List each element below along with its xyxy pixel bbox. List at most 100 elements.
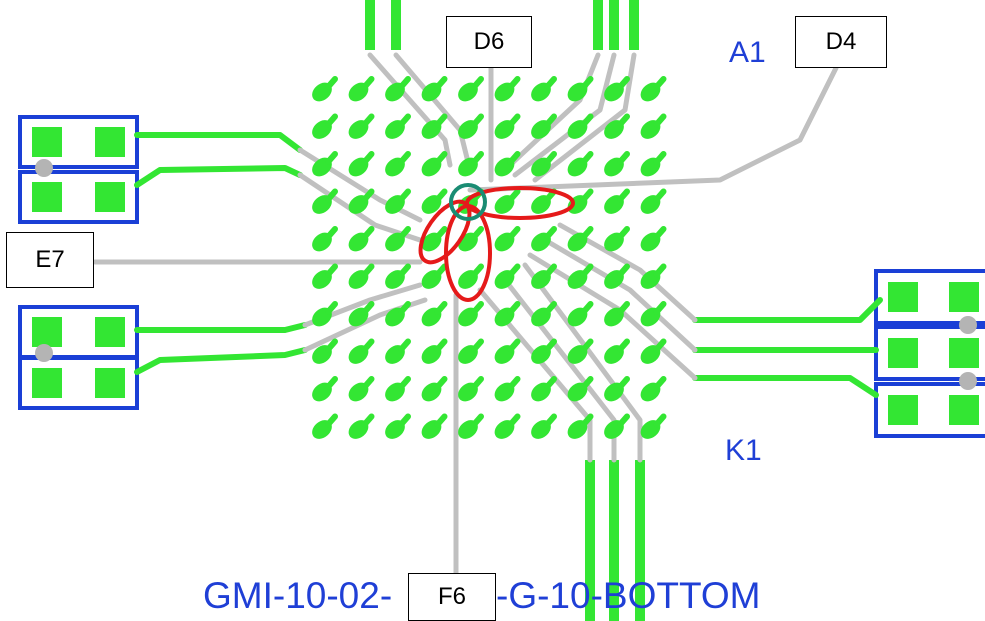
- bga-dogbone: [361, 76, 375, 90]
- bga-ball: [531, 113, 557, 139]
- bga-dogbone: [617, 188, 630, 203]
- bga-dogbone: [325, 113, 338, 128]
- bga-dogbone: [653, 376, 667, 390]
- bga-dogbone: [544, 376, 557, 390]
- bga-ball: [348, 188, 375, 214]
- bga-dogbone: [617, 301, 630, 315]
- bga-dogbone: [580, 188, 594, 203]
- bga-ball: [421, 226, 448, 252]
- bga-dogbone: [325, 188, 338, 203]
- bga-ball: [312, 76, 338, 102]
- bga-dogbone: [471, 151, 484, 165]
- bga-dogbone: [434, 76, 448, 90]
- connector-pad: [32, 368, 62, 398]
- bga-ball: [531, 413, 557, 439]
- bga-dogbone: [580, 301, 594, 315]
- bga-dogbone: [507, 226, 521, 240]
- bga-ball: [458, 301, 484, 327]
- bga-dogbone: [617, 263, 630, 278]
- right-connector-group: [692, 269, 985, 438]
- bga-ball: [385, 151, 411, 177]
- bga-dogbone: [544, 151, 557, 165]
- bga-ball: [421, 188, 448, 214]
- bga-dogbone: [434, 263, 448, 278]
- bga-ball: [531, 76, 557, 102]
- bga-dogbone: [507, 413, 521, 428]
- bga-ball: [348, 113, 375, 139]
- bga-ball: [494, 76, 521, 102]
- bga-ball: [458, 151, 484, 177]
- escape-trace: [532, 52, 637, 183]
- bga-dogbone: [653, 151, 667, 165]
- connector-outline: [18, 115, 139, 169]
- bga-ball: [567, 413, 594, 439]
- bga-ball: [494, 113, 521, 139]
- bga-dogbone: [653, 263, 667, 278]
- callout-e7: E7: [6, 232, 94, 288]
- bga-dogbone: [507, 151, 521, 165]
- bga-ball: [458, 338, 484, 364]
- bga-ball: [640, 376, 667, 402]
- bga-dogbone: [507, 301, 521, 315]
- bga-dogbone: [580, 151, 594, 165]
- escape-trace: [542, 237, 698, 353]
- bga-dogbone: [398, 263, 411, 278]
- bga-ball: [494, 376, 521, 402]
- bga-dogbone: [471, 376, 484, 390]
- bga-ball: [385, 188, 411, 214]
- bga-ball: [458, 113, 484, 139]
- bga-ball: [604, 376, 630, 402]
- pin-k1-label: K1: [725, 434, 762, 467]
- bga-dogbone: [434, 151, 448, 165]
- bga-dogbone: [653, 226, 667, 240]
- bga-dogbone: [471, 226, 484, 240]
- bga-ball: [640, 226, 667, 252]
- bga-dogbone: [580, 376, 594, 390]
- bga-ball: [640, 76, 667, 102]
- bga-dogbone: [617, 226, 630, 240]
- connector-trace: [134, 322, 308, 333]
- bga-ball: [348, 151, 375, 177]
- bga-ball: [640, 301, 667, 327]
- bga-dogbone: [361, 413, 375, 428]
- bga-ball: [312, 113, 338, 139]
- bga-ball: [421, 76, 448, 102]
- bga-ball: [531, 338, 557, 364]
- bga-dogbone: [325, 376, 338, 390]
- bga-ball: [421, 263, 448, 289]
- connector-pad: [949, 282, 979, 312]
- left-connector-group: [18, 115, 308, 410]
- top-trace-bundle: [365, 0, 639, 50]
- callout-f6: F6: [408, 573, 496, 621]
- bga-dogbone: [580, 76, 594, 90]
- connector-via: [35, 159, 53, 177]
- bga-dogbone: [580, 226, 594, 240]
- bga-dogbone: [398, 301, 411, 315]
- bga-dogbone: [398, 338, 411, 353]
- bga-dogbone: [471, 263, 484, 278]
- bga-ball: [385, 226, 411, 252]
- bga-dogbone: [617, 151, 630, 165]
- bga-dogbone: [434, 301, 448, 315]
- bga-dogbone: [544, 301, 557, 315]
- bga-ball: [312, 263, 338, 289]
- pin-a1-label: A1: [729, 36, 766, 69]
- escape-trace-d4: [467, 65, 839, 193]
- bga-dogbone: [507, 338, 521, 353]
- bga-dogbone: [434, 113, 448, 128]
- bga-dogbone: [361, 226, 375, 240]
- connector-pad: [95, 127, 125, 157]
- bga-ball: [604, 151, 630, 177]
- bga-ball: [531, 376, 557, 402]
- bottom-trace-bundle: [585, 460, 645, 621]
- bga-ball: [531, 226, 557, 252]
- bga-ball: [567, 376, 594, 402]
- bga-dogbone: [398, 151, 411, 165]
- highlight-circle: [449, 183, 487, 221]
- escape-trace: [507, 52, 601, 168]
- bga-ball: [458, 413, 484, 439]
- bga-ball: [385, 413, 411, 439]
- bga-ball: [531, 263, 557, 289]
- bga-ball: [312, 413, 338, 439]
- bga-ball: [312, 226, 338, 252]
